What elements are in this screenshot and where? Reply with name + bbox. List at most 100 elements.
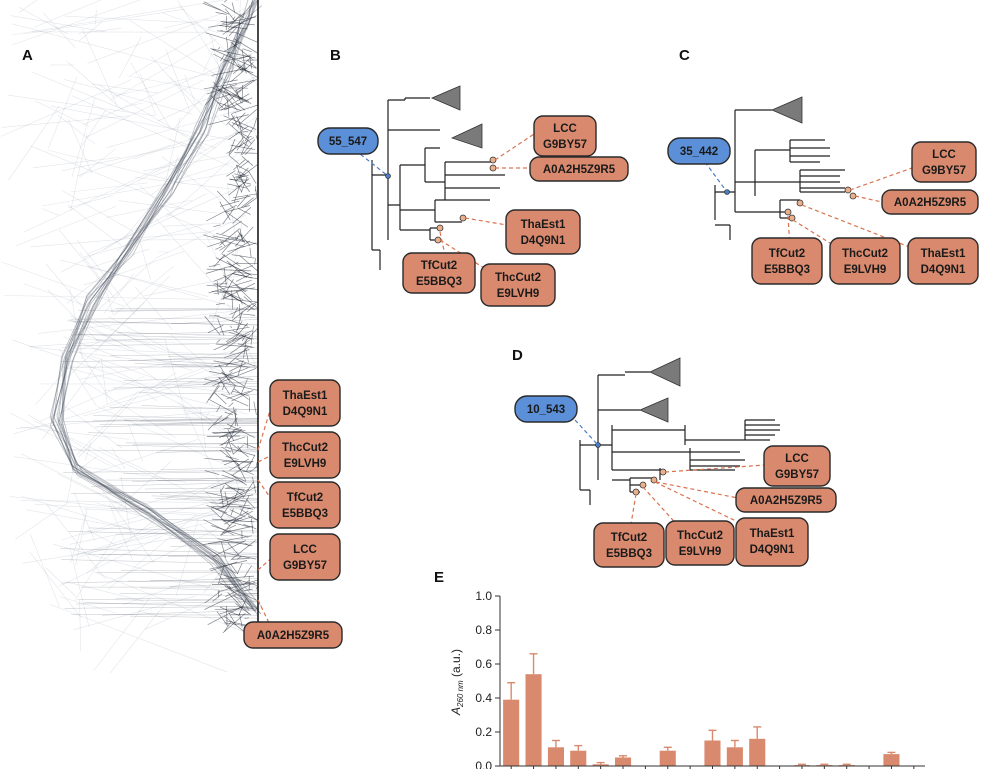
label-line1: LCC [785,453,809,465]
bar [704,740,721,766]
y-axis-label-main: A [449,707,463,716]
panel-d-tree [579,357,780,505]
panel-a-label-a0a2h5z9r5: A0A2H5Z9R5 [243,621,343,649]
panel-a-network [0,0,263,674]
label-line1: TfCut2 [287,492,323,504]
y-axis-label-unit: (a.u.) [449,649,463,680]
bar [659,750,676,766]
label-line1: ThcCut2 [282,442,328,454]
y-axis-label: A260 nm (a.u.) [449,649,465,716]
panel-d-label-thaest1: ThaEst1 D4Q9N1 [735,517,809,567]
panel-a-label-thccut2: ThcCut2 E9LVH9 [269,431,341,479]
panel-d-label-tfcut2: TfCut2 E5BBQ3 [593,522,665,568]
label-line2: G9BY57 [543,139,587,151]
label-line2: E5BBQ3 [606,548,652,560]
panel-b-label-tfcut2: TfCut2 E5BBQ3 [402,252,476,294]
panel-d-label-thccut2: ThcCut2 E9LVH9 [665,520,735,566]
panel-c-label-thccut2: ThcCut2 E9LVH9 [829,237,901,285]
panel-d-label-lcc: LCC G9BY57 [763,445,831,487]
label-line1: LCC [932,149,956,161]
panel-b-node-label: 55_547 [317,127,379,155]
label-line1: TfCut2 [611,532,647,544]
label-line2: G9BY57 [922,165,966,177]
node-text: 10_543 [527,404,565,416]
leader-a-thccut2 [257,454,273,463]
y-axis-label-sub: 260 nm [456,680,465,708]
label-line2: G9BY57 [775,469,819,481]
panel-c-label-tfcut2: TfCut2 E5BBQ3 [751,237,823,285]
panel-c-label-lcc: LCC G9BY57 [911,141,977,183]
panel-b-leaders [439,133,535,269]
panel-a-label-lcc: LCC G9BY57 [269,533,341,581]
y-tick-label: 1.0 [475,589,492,603]
label-line1: ThcCut2 [677,530,723,542]
label-line1: A0A2H5Z9R5 [257,630,330,642]
panel-d-letter: D [512,347,523,364]
x-axis-ticks [510,766,915,769]
label-line2: G9BY57 [283,560,327,572]
y-tick-label: 0.0 [475,759,492,769]
label-line2: E9LVH9 [844,264,887,276]
bar [749,738,766,766]
panel-d-label-a0a2h5z9r5: A0A2H5Z9R5 [735,487,837,513]
node-leader-c [704,161,728,193]
label-line1: TfCut2 [769,248,805,260]
label-line2: D4Q9N1 [521,235,566,247]
leader-a-thaest1 [257,403,273,451]
panel-a-leaders [257,403,276,626]
panel-e-letter: E [434,569,444,586]
leader-a-lcc [257,554,276,571]
bar [525,674,542,766]
label-line2: D4Q9N1 [750,544,795,556]
bar [547,747,564,766]
bar [883,754,900,766]
bar [615,757,632,766]
panel-c-label-a0a2h5z9r5: A0A2H5Z9R5 [881,189,979,215]
label-line2: D4Q9N1 [921,264,966,276]
panel-a-label-tfcut2: TfCut2 E5BBQ3 [269,481,341,529]
panel-b-tree [371,85,505,270]
bar [592,764,609,766]
panel-c-tree [714,96,857,240]
label-line1: LCC [293,544,317,556]
panel-b-label-thccut2: ThcCut2 E9LVH9 [480,263,556,307]
leader-a-a0a2 [257,599,271,626]
label-line1: ThaEst1 [521,219,566,231]
bar [570,750,587,766]
panel-c-letter: C [679,47,690,64]
panel-a-letter: A [22,47,33,64]
collapsed-clade [770,96,803,124]
y-tick-label: 0.2 [475,725,492,739]
panel-c-node-label: 35_442 [667,137,731,165]
label-line1: ThcCut2 [495,272,541,284]
node-text: 35_442 [680,146,718,158]
bar [503,699,520,766]
y-tick-label: 0.4 [475,691,492,705]
label-line1: LCC [553,123,577,135]
y-tick-label: 0.8 [475,623,492,637]
panel-b-label-a0a2h5z9r5: A0A2H5Z9R5 [529,156,629,182]
label-line2: E5BBQ3 [282,508,328,520]
panel-d-node-label: 10_543 [514,395,578,423]
collapsed-clade [638,397,669,423]
label-line2: E9LVH9 [679,546,722,558]
bar-chart: 0.00.20.40.60.81.0 A260 nm (a.u.) [449,589,925,769]
collapsed-clade [450,123,483,149]
label-line1: A0A2H5Z9R5 [543,164,616,176]
node-leader-d [574,419,599,446]
bar [726,747,743,766]
label-line2: E9LVH9 [497,288,540,300]
label-line1: TfCut2 [421,260,457,272]
collapsed-clade [649,357,681,387]
panel-b-label-thaest1: ThaEst1 D4Q9N1 [505,209,581,255]
collapsed-clade [430,85,461,111]
label-line1: ThcCut2 [842,248,888,260]
node-text: 55_547 [329,136,367,148]
label-line1: ThaEst1 [750,528,795,540]
panel-a-label-thaest1: ThaEst1 D4Q9N1 [269,379,341,427]
bars [503,653,900,766]
label-line2: E9LVH9 [284,458,327,470]
label-line1: ThaEst1 [921,248,966,260]
y-axis-ticks: 0.00.20.40.60.81.0 [475,589,500,769]
